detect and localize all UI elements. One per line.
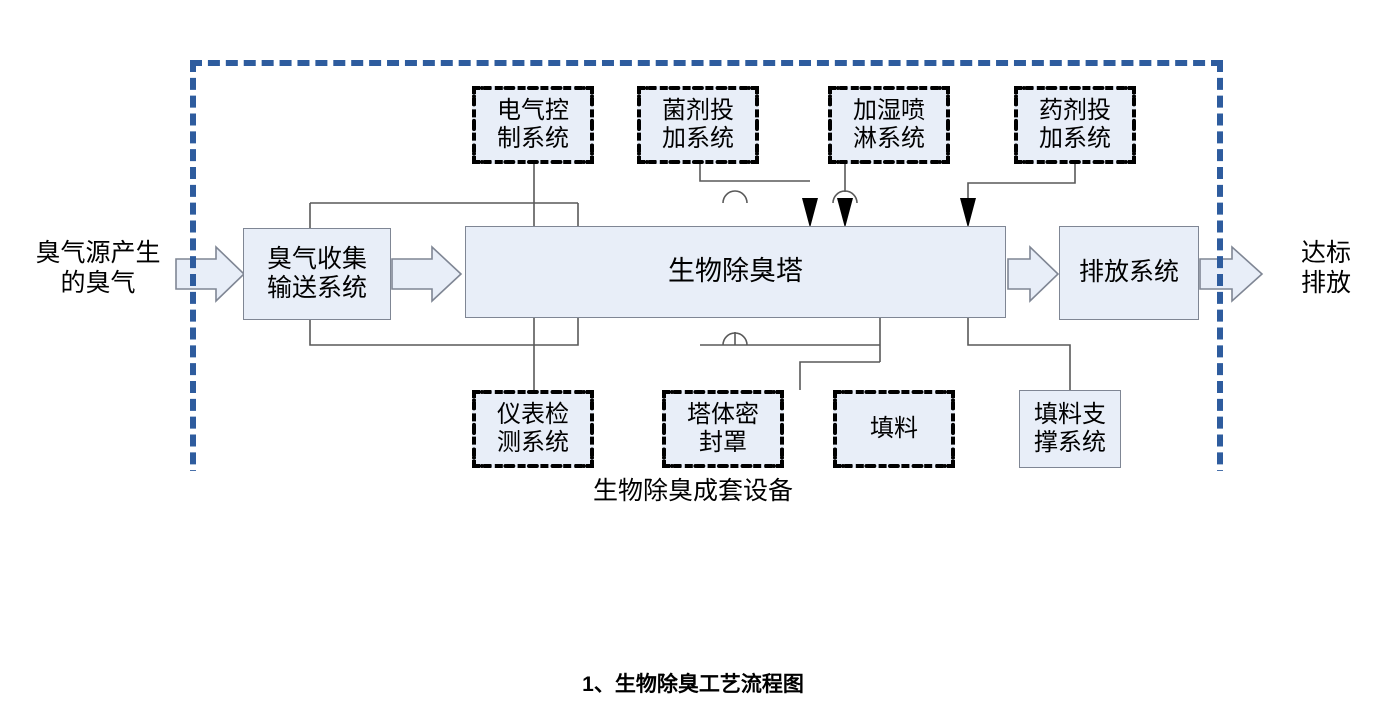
output-label: 达标 排放 xyxy=(1300,239,1351,297)
subsystem-packing-support[interactable]: 填料支 撑系统 xyxy=(1019,390,1121,468)
frame-label: 生物除臭成套设备 xyxy=(0,471,1386,507)
frame-label-text: 生物除臭成套设备 xyxy=(582,477,803,505)
subsystem-chemical-dosing[interactable]: 药剂投 加系统 xyxy=(1014,86,1136,164)
figure-caption: 1、生物除臭工艺流程图 xyxy=(582,673,804,696)
subsystem-packing-media[interactable]: 填料 xyxy=(833,390,955,468)
subsystem-electrical-control[interactable]: 电气控 制系统 xyxy=(472,86,594,164)
subsystem-humidifying-spray[interactable]: 加湿喷 淋系统 xyxy=(828,86,950,164)
subsystem-tower-seal-cover[interactable]: 塔体密 封罩 xyxy=(662,390,784,468)
subsystem-instrument-detection[interactable]: 仪表检 测系统 xyxy=(472,390,594,468)
process-box-tower[interactable]: 生物除臭塔 xyxy=(465,226,1006,318)
process-box-discharge[interactable]: 排放系统 xyxy=(1059,226,1199,320)
subsystem-bacteria-dosing[interactable]: 菌剂投 加系统 xyxy=(637,86,759,164)
process-box-collect[interactable]: 臭气收集 输送系统 xyxy=(243,228,391,320)
input-label: 臭气源产生 的臭气 xyxy=(35,239,161,297)
